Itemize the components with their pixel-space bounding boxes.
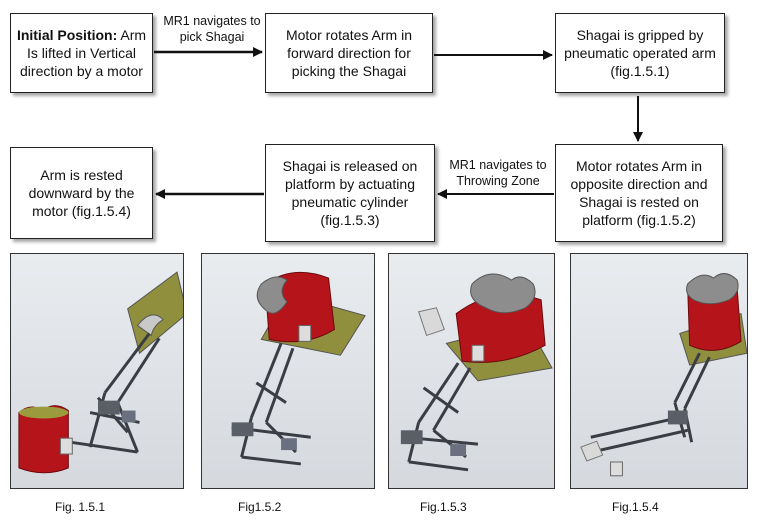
figure-1-5-2-render [231,271,366,466]
figure-1-5-2 [201,253,375,489]
edge-label-navigate-throw: MR1 navigates to Throwing Zone [449,158,547,188]
node-motor-forward: Motor rotates Arm in forward direction f… [265,13,433,93]
figure-1-5-4-render [580,273,747,477]
node-arm-rested-text: Arm is rested downward by the motor (fig… [28,167,135,219]
node-motor-forward-text: Motor rotates Arm in forward direction f… [285,27,413,79]
figure-1-5-1 [10,253,184,489]
node-initial-position: Initial Position: Arm Is lifted in Verti… [10,13,153,93]
node-motor-opposite: Motor rotates Arm in opposite direction … [555,144,723,242]
caption-fig-1-5-3: Fig.1.5.3 [420,500,467,514]
figure-1-5-4 [570,253,748,489]
node-initial-lead: Initial Position: [16,27,118,43]
node-arm-rested: Arm is rested downward by the motor (fig… [10,147,153,239]
caption-fig-1-5-4: Fig.1.5.4 [612,500,659,514]
node-shagai-gripped-text: Shagai is gripped by pneumatic operated … [564,27,716,79]
node-motor-opposite-text: Motor rotates Arm in opposite direction … [570,158,708,228]
node-shagai-released: Shagai is released on platform by actuat… [265,144,435,242]
node-initial-text: Arm Is lifted in Vertical direction by a… [20,27,147,79]
caption-fig-1-5-2: Fig1.5.2 [238,500,282,514]
caption-fig-1-5-1: Fig. 1.5.1 [55,500,106,514]
figure-1-5-1-render [18,271,183,474]
node-shagai-released-text: Shagai is released on platform by actuat… [282,158,418,228]
figure-1-5-3-render [400,273,553,472]
node-shagai-gripped: Shagai is gripped by pneumatic operated … [555,13,725,93]
figure-1-5-3 [388,253,555,489]
edge-label-navigate-pick: MR1 navigates to pick Shagai [163,14,261,44]
